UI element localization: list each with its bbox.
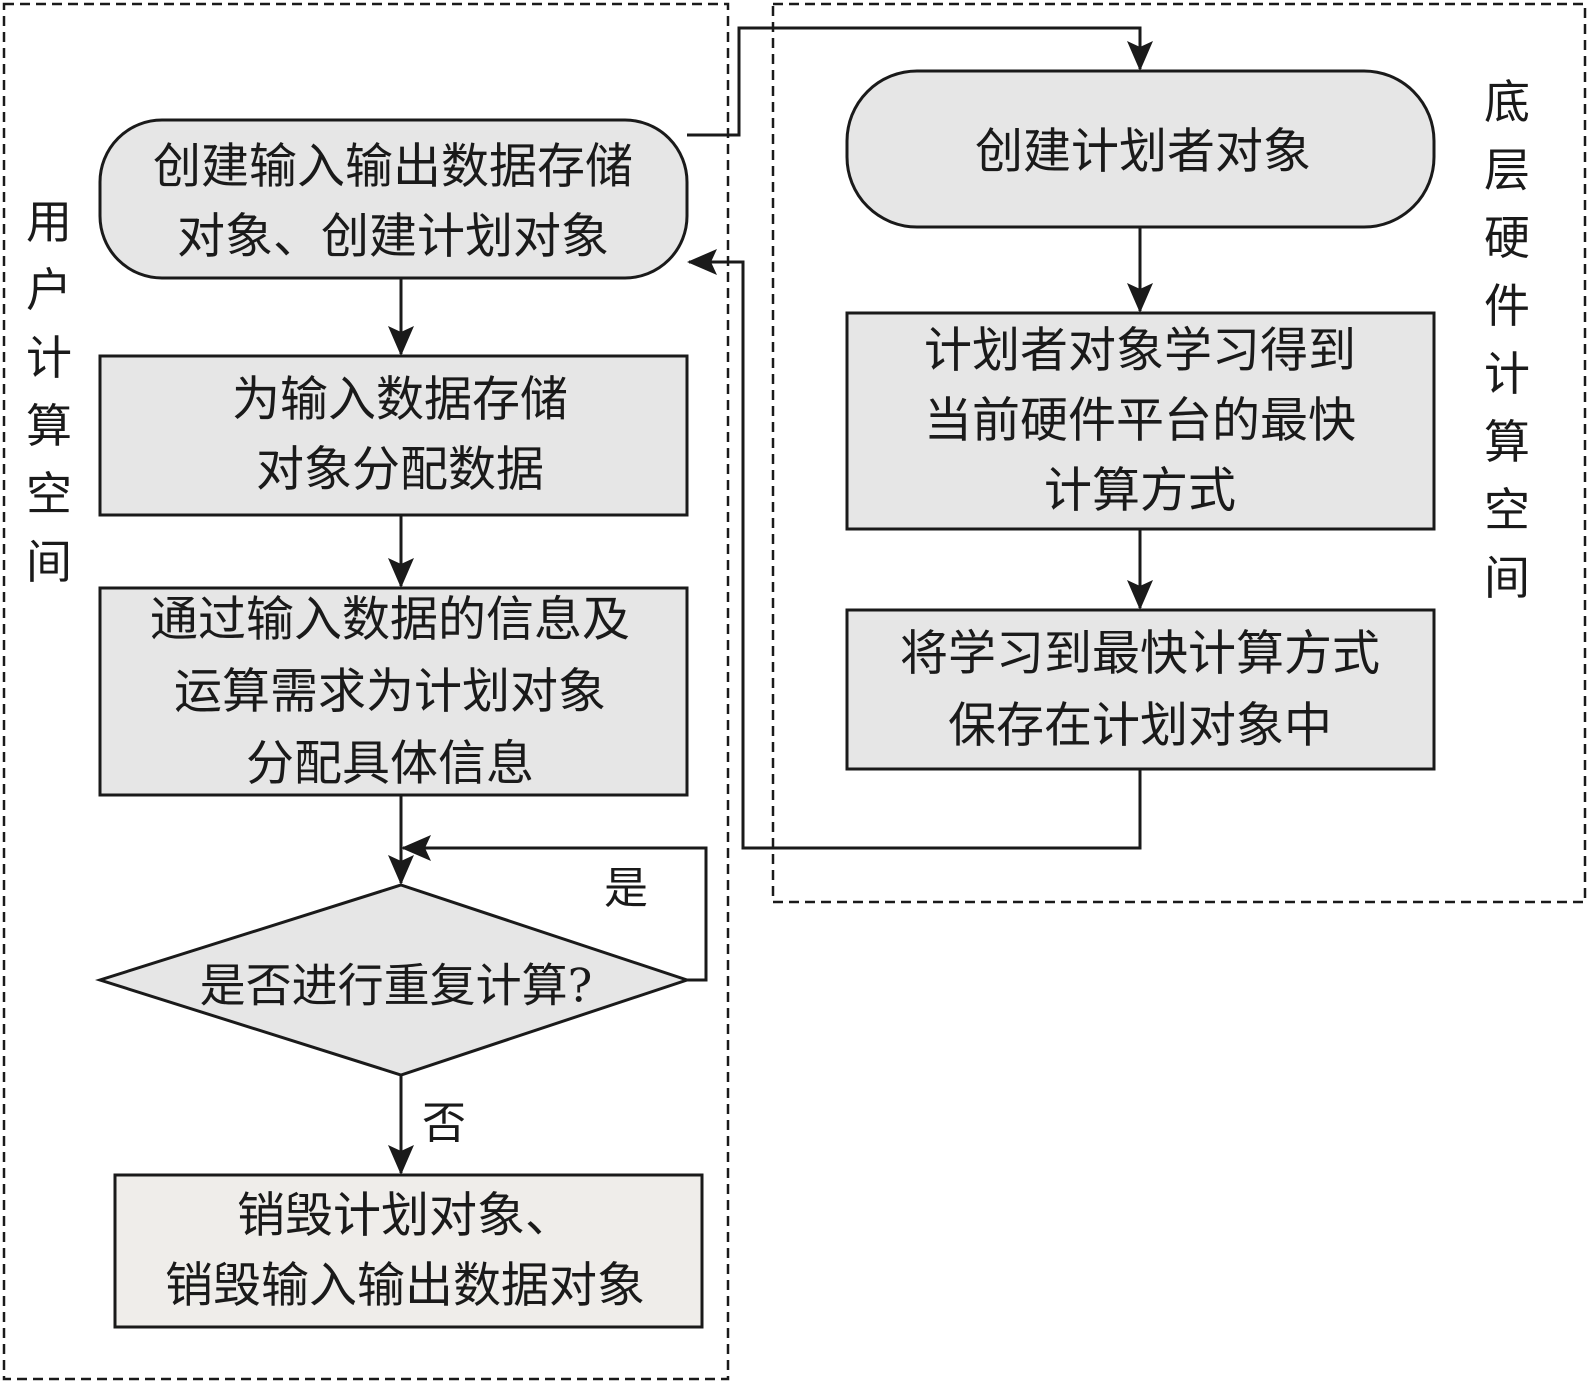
planner-learn-line: 计算方式 <box>1044 462 1236 518</box>
assign-plan-info-line: 运算需求为计划对象 <box>174 663 606 719</box>
save-method-node <box>845 608 1436 771</box>
region-label-char: 用 <box>26 195 72 249</box>
destroy-objects-line: 销毁输入输出数据对象 <box>165 1257 645 1313</box>
assign-input-data-line: 为输入数据存储 <box>232 371 568 427</box>
destroy-objects-text: 销毁计划对象、销毁输入输出数据对象 <box>165 1187 645 1313</box>
assign-plan-info-line: 分配具体信息 <box>246 735 534 791</box>
region-label-char: 户 <box>26 263 72 317</box>
destroy-objects-node <box>113 1173 704 1329</box>
save-method-line: 保存在计划对象中 <box>948 697 1332 753</box>
user-space-region <box>2 2 730 1381</box>
create-objects-line: 创建输入输出数据存储 <box>153 138 633 194</box>
edge-save-return <box>687 249 1142 850</box>
region-label-char: 空 <box>26 467 72 521</box>
region-label-char: 间 <box>1484 551 1530 605</box>
region-label-char: 件 <box>1484 279 1530 333</box>
region-label-char: 计 <box>26 331 72 385</box>
edge-create-to-planner <box>687 26 1153 137</box>
region-label-char: 底 <box>1484 75 1530 129</box>
region-label-char: 硬 <box>1484 211 1530 265</box>
planner-learn-line: 当前硬件平台的最快 <box>924 392 1356 448</box>
region-label-char: 间 <box>26 535 72 589</box>
planner-learn-line: 计划者对象学习得到 <box>924 322 1356 378</box>
destroy-objects-line: 销毁计划对象、 <box>237 1187 573 1243</box>
repeat-decision-line: 是否进行重复计算? <box>200 959 593 1013</box>
assign-plan-info-node <box>98 586 689 797</box>
hardware-space-region <box>771 2 1587 904</box>
repeat-decision-text: 是否进行重复计算? <box>200 959 593 1013</box>
assign-plan-info-line: 通过输入数据的信息及 <box>150 591 630 647</box>
planner-learn-node <box>845 311 1436 531</box>
yes-label: 是 <box>604 863 648 914</box>
create-planner-line: 创建计划者对象 <box>975 123 1311 179</box>
create-objects-node <box>98 118 689 280</box>
region-label-char: 层 <box>1484 143 1530 197</box>
create-planner-text: 创建计划者对象 <box>975 123 1311 179</box>
edge-yes-loop <box>401 835 708 982</box>
no-label: 否 <box>422 1098 466 1149</box>
save-method-line: 将学习到最快计算方式 <box>900 625 1380 681</box>
region-label-char: 算 <box>1484 415 1530 469</box>
assign-input-data-line: 对象分配数据 <box>256 441 544 497</box>
region-label-char: 算 <box>26 399 72 453</box>
region-label-char: 计 <box>1484 347 1530 401</box>
region-label-char: 空 <box>1484 483 1530 537</box>
assign-input-data-node <box>98 354 689 517</box>
create-objects-line: 对象、创建计划对象 <box>177 208 609 264</box>
